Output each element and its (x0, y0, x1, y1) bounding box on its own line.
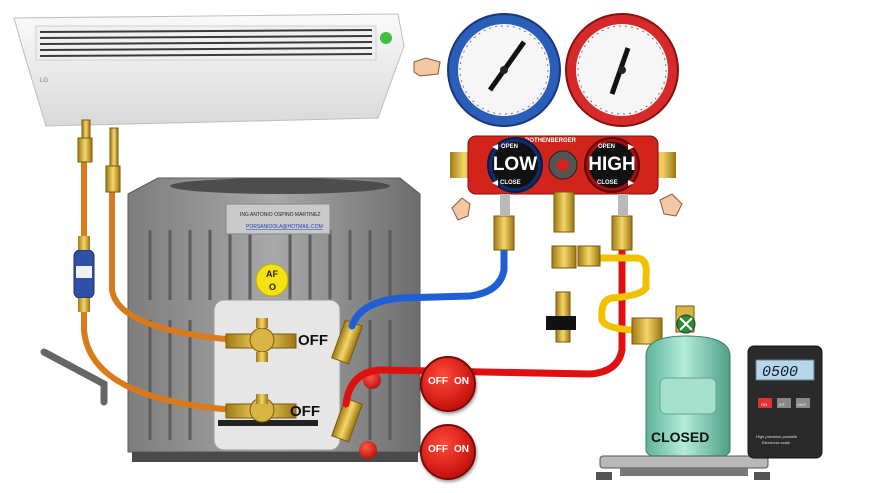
service-valve-1[interactable] (225, 318, 297, 362)
off-on-switch-1[interactable]: OFF ON (420, 356, 476, 412)
switch-2-on-label: ON (454, 444, 469, 455)
high-close-label: CLOSE (597, 180, 618, 186)
outdoor-condenser-unit: ING ANTONIO OSPINO MARTINEZ PORSANIOOLA@… (127, 177, 421, 462)
scale-on-label: ON (761, 402, 767, 407)
scale-zt-button[interactable] (777, 398, 791, 408)
status-led-icon (380, 32, 392, 44)
unit-plate-line2: PORSANIOOLA@HOTMAIL.COM (246, 224, 323, 230)
low-side-hose (348, 216, 508, 330)
scale-zt-label: Z/T (779, 402, 786, 407)
scale-caption-2: Electronic scale (762, 440, 791, 445)
off-on-switch-2[interactable]: OFF ON (420, 424, 476, 480)
scale-platform (596, 455, 770, 480)
service-valve-2-state: OFF (290, 403, 320, 420)
service-valve-2[interactable] (218, 394, 318, 426)
indoor-ac-unit: LG (13, 13, 405, 127)
hex-key-icon (40, 348, 108, 406)
low-open-label: OPEN (501, 144, 519, 150)
afo-bottom-text: O (269, 282, 276, 292)
switch-2-off-label: OFF (428, 444, 448, 455)
high-pressure-gauge (565, 13, 679, 127)
low-close-label: CLOSE (500, 180, 521, 186)
pointing-hand-icons (413, 57, 683, 221)
cylinder-state: CLOSED (651, 429, 709, 445)
service-ports (331, 319, 381, 459)
flare-nuts (77, 119, 121, 193)
switch-1-on-label: ON (454, 376, 469, 387)
low-pressure-gauge (447, 13, 561, 127)
scale-caption-1: High precision portable (756, 434, 798, 439)
high-side-hose (342, 216, 626, 408)
high-open-label: OPEN (598, 144, 616, 150)
indoor-brand: LG (40, 78, 48, 84)
scale-display: 0500 (762, 364, 798, 381)
service-valve-1-state: OFF (298, 332, 328, 349)
scale-unit-button[interactable] (796, 398, 810, 408)
unit-plate-line1: ING ANTONIO OSPINO MARTINEZ (240, 212, 320, 218)
high-side-valve-knob[interactable] (584, 137, 640, 193)
switch-1-off-label: OFF (428, 376, 448, 387)
afo-badge: AF O (255, 263, 289, 297)
afo-top-text: AF (266, 269, 278, 279)
high-label: HIGH (588, 154, 636, 175)
electronic-scale: 0500 ON Z/T UNIT High precision portable… (747, 345, 823, 459)
hoses (342, 216, 650, 408)
copper-lines (81, 157, 239, 413)
charge-hose (592, 254, 650, 334)
low-side-valve-knob[interactable] (487, 137, 543, 193)
refrigerant-cylinder: CLOSED (645, 305, 731, 461)
low-label: LOW (492, 154, 538, 175)
filter-drier (73, 236, 95, 312)
manifold-brand: ROTHENBERGER (525, 138, 577, 144)
scale-unit-label: UNIT (797, 402, 807, 407)
scale-on-button[interactable] (758, 398, 772, 408)
